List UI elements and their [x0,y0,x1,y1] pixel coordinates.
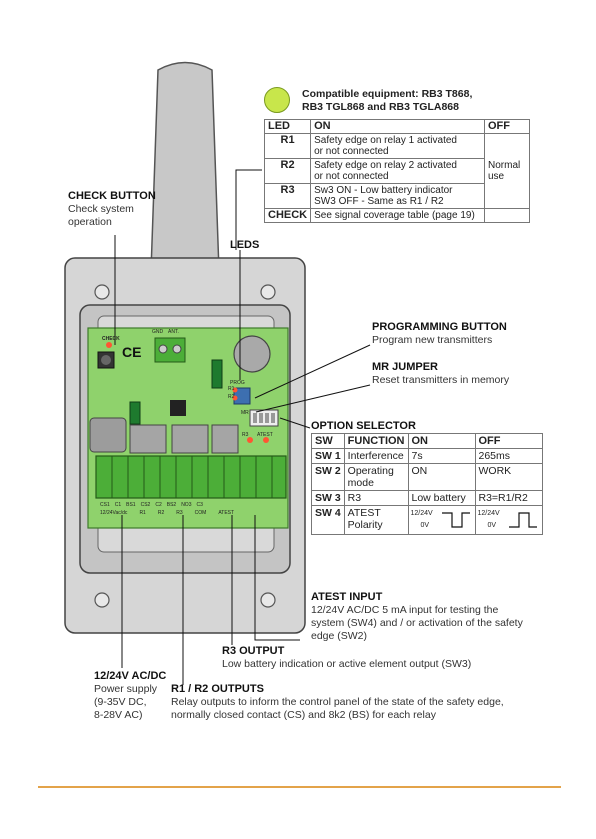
sw-col-header: SW [311,433,345,449]
on-col-header: ON [310,119,485,134]
screw-holes [94,284,276,608]
table-row: CHECK See signal coverage table (page 19… [263,208,530,223]
atest-input-callout: ATEST INPUT 12/24V AC/DC 5 mA input for … [311,591,523,642]
board-label-prog: PROG [230,380,245,386]
relay-1 [129,424,167,454]
check-button-callout: CHECK BUTTON Check system operation [68,190,156,228]
compatible-line-1: Compatible equipment: RB3 T868, [302,88,473,100]
off-col-header: OFF [474,433,543,449]
smiley-icon [264,87,290,113]
term-c1: C1 [114,502,122,508]
normal-use: Normal use [484,133,530,209]
term-bs2: BS2 [166,502,177,508]
terminal-labels-2: 12/24Vac/dc R1 R2 R3 COM ATEST [100,510,234,516]
board-label-r2: R2 [228,394,235,400]
leds-title: LEDS [230,239,260,251]
term-cs2: CS2 [140,502,151,508]
board-label-atest: ATEST [257,432,273,438]
leader-lines [114,169,371,685]
term-c2: C2 [155,502,162,508]
term-cs1: CS1 [100,502,110,508]
board-label-r1: R1 [228,386,235,392]
mr-jumper-callout: MR JUMPER Reset transmitters in memory [372,361,510,386]
relay-2 [171,424,209,454]
compatible-equipment: Compatible equipment: RB3 T868, RB3 TGL8… [302,88,472,114]
term-r2: R2 [157,510,165,516]
option-selector-title: OPTION SELECTOR [311,420,416,432]
board-label-check: CHECK [102,336,120,342]
off-col-header: OFF [484,119,530,134]
term-bs1: BS1 [126,502,136,508]
led-table: LED ON OFF R1 Safety edge on relay 1 act… [263,119,530,223]
r1-r2-outputs-callout: R1 / R2 OUTPUTS Relay outputs to inform … [171,683,504,721]
led-col-header: LED [263,119,312,134]
check-button-title: CHECK BUTTON [68,190,156,202]
on-col-header: ON [407,433,476,449]
ce-mark: CE [122,344,141,360]
table-row: SW 4 ATEST Polarity 12/24V 0V 12/24V 0V [311,505,543,535]
programming-button-callout: PROGRAMMING BUTTON Program new transmitt… [372,321,507,346]
compatible-line-2: RB3 TGL868 and RB3 TGLA868 [302,101,459,113]
board-label-gnd: GND [152,329,164,335]
term-r3: R3 [176,510,183,516]
term-r1: R1 [139,510,146,516]
term-no3: NO3 [181,502,192,508]
board-label-ant: ANT. [168,329,179,335]
footer-rule [38,786,561,788]
term-atest: ATEST [218,510,235,516]
terminal-labels: CS1 C1 BS1 CS2 C2 BS2 NO3 C3 [100,502,203,508]
transformer [89,417,127,453]
polarity-wave-on: 12/24V 0V [407,505,476,535]
buzzer [233,335,271,373]
relay-3 [211,424,239,454]
term-com: COM [194,510,207,516]
antenna [149,61,221,301]
board-label-r3: R3 [242,432,249,438]
led-indicators [106,342,269,443]
power-supply-callout: 12/24V AC/DC Power supply (9-35V DC, 8-2… [94,670,167,721]
term-left: 12/24Vac/dc [100,510,128,516]
board-label-mr: MR [241,410,249,416]
terminal-block [95,455,287,499]
r3-output-callout: R3 OUTPUT Low battery indication or acti… [222,645,472,670]
polarity-wave-off: 12/24V 0V [474,505,543,535]
function-col-header: FUNCTION [343,433,409,449]
term-c3: C3 [196,502,203,508]
